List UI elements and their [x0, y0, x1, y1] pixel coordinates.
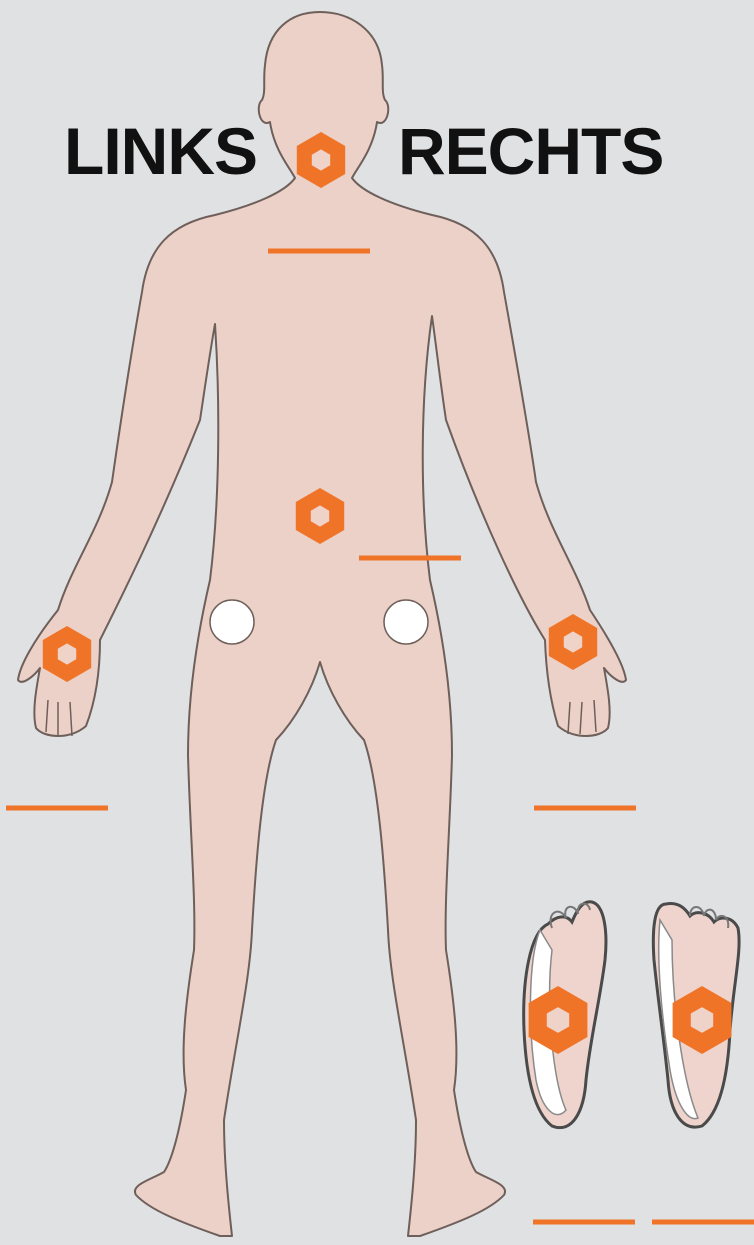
left-hip-point[interactable] [210, 600, 254, 644]
right-side-label: RECHTS [398, 118, 663, 184]
right-hip-point[interactable] [384, 600, 428, 644]
finger-lines [46, 700, 596, 736]
left-side-label: LINKS [64, 118, 257, 184]
